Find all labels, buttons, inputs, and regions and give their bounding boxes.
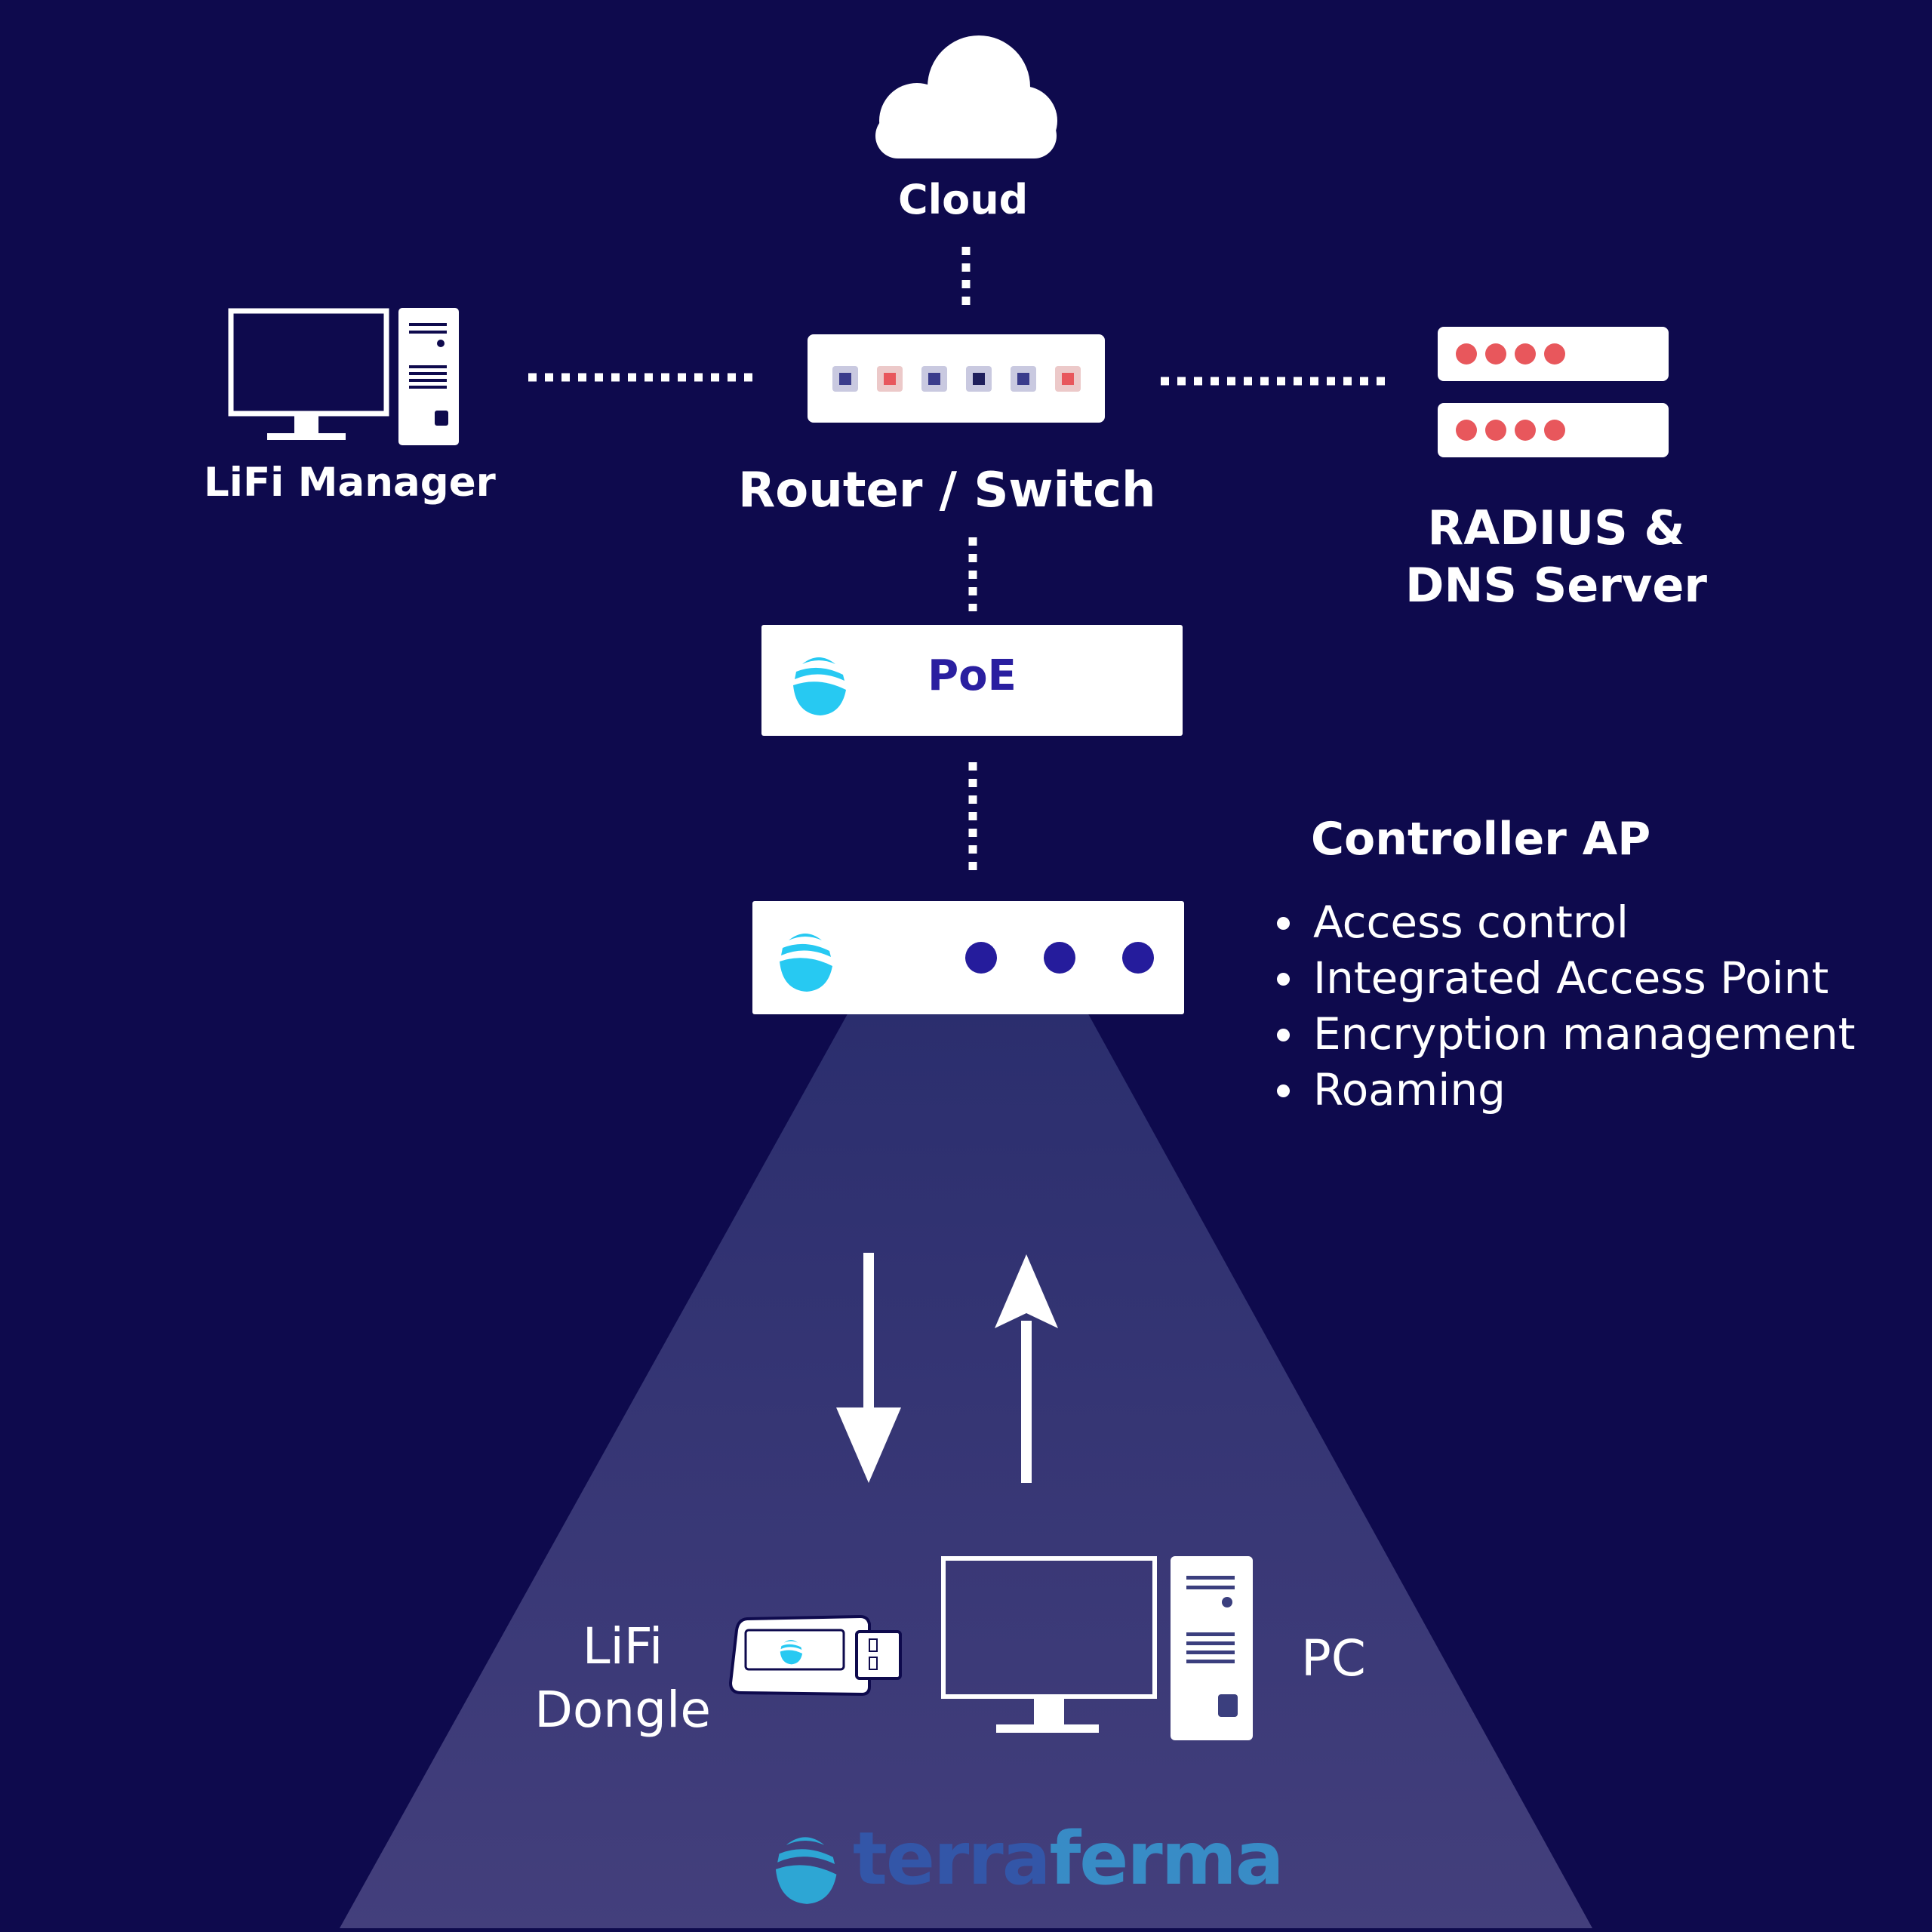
lifi-dongle-label-line1: LiFi xyxy=(582,1617,663,1675)
ap-indicator-dot-3 xyxy=(1122,942,1154,974)
lifi-manager-label: LiFi Manager xyxy=(204,460,496,506)
poe-injector: PoE xyxy=(761,625,1183,736)
controller-ap-device xyxy=(752,901,1184,1014)
pc-label: PC xyxy=(1301,1629,1366,1687)
downlink-arrow xyxy=(836,1253,901,1483)
radius-dns-label: RADIUS & DNS Server xyxy=(1405,500,1707,614)
lifi-dongle-label-line2: Dongle xyxy=(534,1681,711,1739)
brand-wordmark: terraferma xyxy=(853,1823,1284,1895)
ap-indicator-dot-2 xyxy=(1044,942,1075,974)
lifi-dongle-label: LiFi Dongle xyxy=(513,1615,732,1742)
router-switch-label: Router / Switch xyxy=(738,463,1156,518)
pc-computer-icon xyxy=(941,1556,1253,1740)
controller-ap-title: Controller AP xyxy=(1311,813,1651,866)
uplink-arrow xyxy=(995,1254,1058,1483)
brand-part1: terra xyxy=(853,1817,1051,1901)
brand-part2: ferma xyxy=(1049,1817,1284,1901)
terraferma-brand: terraferma xyxy=(770,1823,1284,1895)
radius-dns-server-icon xyxy=(1438,327,1669,457)
poe-label: PoE xyxy=(928,651,1017,700)
controller-ap-features: Access control Integrated Access Point E… xyxy=(1275,894,1855,1118)
radius-dns-label-line2: DNS Server xyxy=(1405,558,1707,613)
feature-item: Integrated Access Point xyxy=(1275,950,1855,1006)
cloud-icon xyxy=(875,35,1057,158)
controller-ap-logo-icon xyxy=(780,934,832,992)
lifi-manager-computer-icon xyxy=(228,308,459,445)
ap-indicator-dot-1 xyxy=(965,942,997,974)
feature-item: Roaming xyxy=(1275,1062,1855,1118)
light-cone xyxy=(340,1011,1592,1928)
feature-item: Encryption management xyxy=(1275,1006,1855,1062)
lifi-dongle-icon xyxy=(728,1614,902,1697)
router-switch-icon xyxy=(808,334,1105,423)
cloud-label: Cloud xyxy=(898,176,1029,223)
feature-item: Access control xyxy=(1275,894,1855,950)
radius-dns-label-line1: RADIUS & xyxy=(1427,500,1685,555)
